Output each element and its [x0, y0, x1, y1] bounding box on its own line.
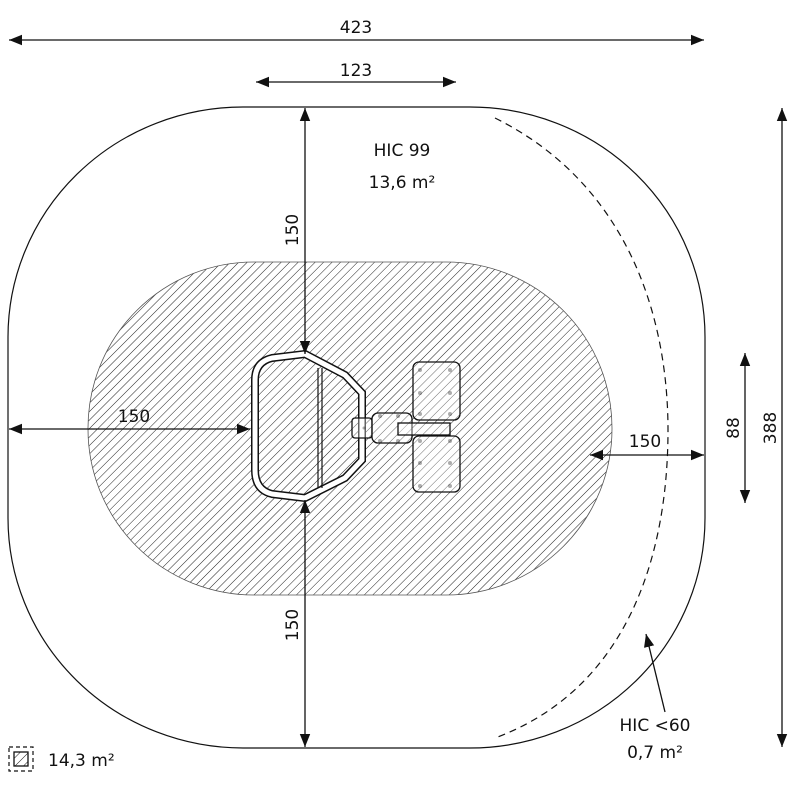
label-main-hic: HIC 99: [374, 141, 431, 161]
legend: 14,3 m²: [8, 746, 115, 772]
label-right-clearance: 150: [629, 432, 661, 452]
outer-impact-area: [7, 106, 706, 749]
label-equipment-width: 123: [340, 61, 372, 81]
label-top-clearance: 150: [283, 214, 303, 246]
label-side-hic: HIC <60: [620, 716, 691, 736]
label-main-area: 13,6 m²: [369, 173, 436, 193]
hic-60-zone-boundary: [494, 117, 669, 739]
label-total-width: 423: [340, 18, 372, 38]
label-side-area: 0,7 m²: [627, 743, 683, 763]
seesaw-equipment: [251, 349, 461, 503]
hic-60-leader-line: [644, 633, 666, 713]
label-total-depth: 388: [761, 412, 781, 444]
legend-area: 14,3 m²: [48, 751, 115, 771]
label-bottom-clearance: 150: [283, 609, 303, 641]
label-left-clearance: 150: [118, 407, 150, 427]
label-equipment-depth: 88: [724, 417, 744, 439]
hatched-square-icon: [8, 746, 34, 772]
